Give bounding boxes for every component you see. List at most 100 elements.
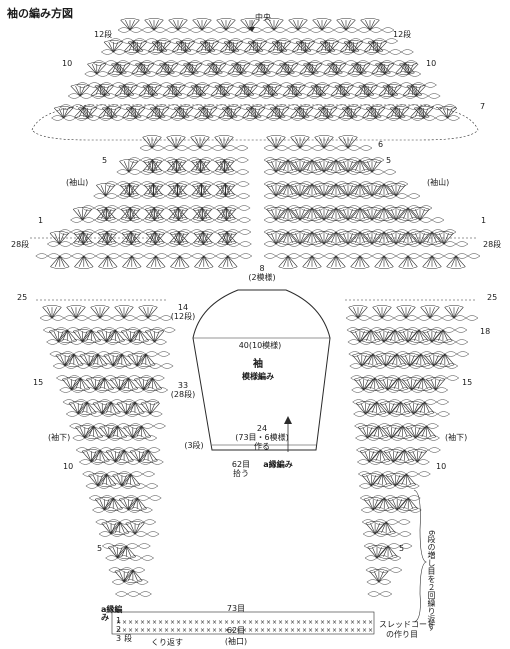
- stitch-fan: [286, 84, 306, 97]
- stitch-fan: [278, 255, 298, 269]
- stitch-fan: [197, 106, 218, 119]
- stitch-fan: [170, 255, 190, 269]
- cross-stitch-mark: ×: [344, 627, 349, 634]
- edge-label-left: a縁編み: [101, 605, 123, 622]
- cross-stitch-mark: ×: [164, 627, 169, 634]
- stitch-fan: [446, 255, 466, 269]
- row-28-right: 28段: [483, 240, 502, 249]
- stitch-fan: [50, 255, 70, 269]
- stitch-fan: [42, 305, 62, 319]
- schematic-pick-sub: 拾う: [233, 469, 249, 478]
- stitch-fan: [279, 62, 299, 75]
- stitch-fan: [383, 449, 403, 463]
- stitch-fan: [389, 106, 410, 119]
- stitch-fan: [302, 183, 322, 197]
- schematic-edge-rows: (3段): [184, 441, 204, 450]
- stitch-fan: [398, 255, 418, 269]
- stitch-fan: [114, 305, 134, 319]
- stitch-fan: [103, 353, 123, 367]
- cross-stitch-mark: ×: [194, 619, 199, 626]
- stitch-fan: [107, 425, 128, 439]
- cross-stitch-mark: ×: [128, 627, 133, 634]
- stitch-fan: [214, 159, 235, 173]
- stitch-fan: [370, 449, 391, 463]
- cross-stitch-mark: ×: [356, 627, 361, 634]
- stitch-fan: [238, 84, 258, 97]
- stitch-fan: [101, 521, 121, 535]
- chain-row: [49, 351, 171, 357]
- stitch-fan: [310, 84, 330, 97]
- stitch-fan: [96, 329, 117, 343]
- stitch-fan: [293, 106, 314, 119]
- stitch-fan: [105, 449, 125, 463]
- cross-stitch-mark: ×: [170, 627, 175, 634]
- stitch-fan: [413, 377, 433, 391]
- stitch-fan: [302, 255, 322, 269]
- cross-stitch-mark: ×: [296, 627, 301, 634]
- cross-stitch-mark: ×: [194, 627, 199, 634]
- chain-row: [108, 567, 146, 573]
- schematic-width: 40(10模様): [238, 341, 282, 350]
- stitch-fan: [48, 329, 69, 343]
- cross-stitch-mark: ×: [242, 619, 247, 626]
- stitch-fan: [314, 159, 334, 173]
- chain-row: [116, 169, 250, 175]
- stitch-fan: [125, 106, 146, 119]
- stitch-fan: [68, 401, 88, 415]
- stitch-fan: [386, 207, 406, 221]
- cross-stitch-mark: ×: [116, 627, 121, 634]
- cross-stitch-mark: ×: [254, 619, 259, 626]
- cross-stitch-mark: ×: [332, 627, 337, 634]
- chain-row: [362, 531, 412, 537]
- cross-stitch-mark: ×: [212, 627, 217, 634]
- cross-stitch-mark: ×: [248, 619, 253, 626]
- cross-stitch-mark: ×: [302, 627, 307, 634]
- row-5-left-lower: 5: [97, 544, 103, 553]
- stitch-fan: [75, 425, 95, 439]
- stitch-fan: [167, 159, 187, 173]
- stitch-fan: [118, 84, 138, 97]
- cross-stitch-mark: ×: [122, 627, 127, 634]
- stitch-fan: [420, 305, 440, 319]
- stitch-fan: [376, 353, 396, 367]
- chain-row: [363, 543, 413, 549]
- stitch-fan: [214, 135, 234, 149]
- stitch-fan: [372, 473, 392, 487]
- stitch-fan: [336, 18, 356, 31]
- cross-stitch-mark: ×: [158, 619, 163, 626]
- stitch-fan: [144, 329, 165, 343]
- stitch-fan: [326, 255, 346, 269]
- cross-stitch-mark: ×: [284, 627, 289, 634]
- stitch-fan: [350, 159, 370, 173]
- stitch-fan: [374, 207, 394, 221]
- stitch-fan: [216, 183, 236, 197]
- stitch-fan: [88, 473, 108, 487]
- stitch-fan: [365, 377, 385, 391]
- cross-stitch-mark: ×: [260, 627, 265, 634]
- cross-stitch-mark: ×: [290, 627, 295, 634]
- stitch-fan: [121, 473, 141, 487]
- stitch-fan: [407, 449, 427, 463]
- stitch-fan: [218, 255, 238, 269]
- stitch-fan: [199, 40, 219, 53]
- stitch-fan: [114, 449, 134, 463]
- stitch-fan: [302, 231, 322, 245]
- stitch-fan: [314, 231, 334, 245]
- stitches-62: 62目: [226, 626, 246, 635]
- stitch-fan: [110, 521, 130, 535]
- row-10-left-lower: 10: [63, 462, 74, 471]
- stitch-fan: [362, 183, 382, 197]
- stitch-fan: [405, 425, 426, 439]
- stitch-fan: [87, 62, 107, 75]
- stitch-fan: [367, 40, 387, 53]
- cross-stitch-mark: ×: [152, 627, 157, 634]
- stitch-fan: [92, 401, 112, 415]
- stitch-fan: [358, 84, 378, 97]
- stitch-fan: [90, 449, 110, 463]
- stitch-fan: [338, 231, 358, 245]
- stitch-fan: [99, 425, 119, 439]
- chain-row: [348, 351, 470, 357]
- stitch-fan: [262, 84, 282, 97]
- stitch-fan: [295, 40, 315, 53]
